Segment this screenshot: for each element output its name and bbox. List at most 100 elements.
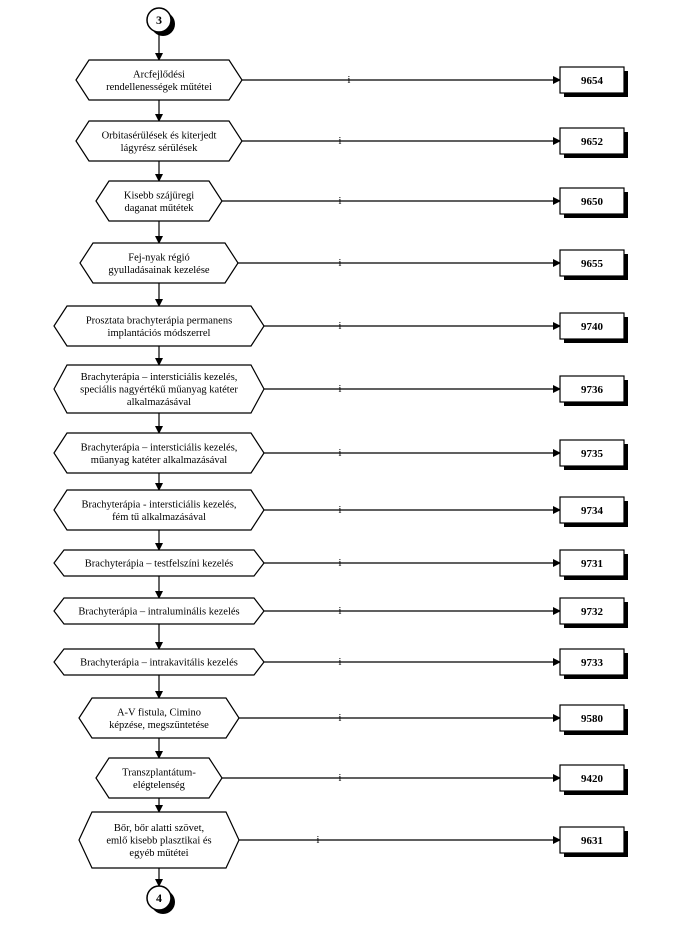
code-box-label: 9631 bbox=[581, 835, 603, 847]
node-text-line: elégtelenség bbox=[133, 780, 186, 791]
decision-node: Bőr, bőr alatti szövet,emlő kisebb plasz… bbox=[78, 811, 320, 869]
code-box-label: 9420 bbox=[581, 773, 604, 785]
start-connector: 3 bbox=[146, 7, 175, 36]
node-text-line: rendellenességek műtétei bbox=[106, 82, 212, 93]
branch-label: i bbox=[339, 505, 342, 516]
decision-node: Brachyterápia – intrakavitális kezelés i bbox=[53, 648, 342, 676]
code-box: 9631 bbox=[559, 826, 628, 857]
branch-label: i bbox=[339, 773, 342, 784]
code-box-rect bbox=[559, 597, 625, 625]
code-box-label: 9652 bbox=[581, 136, 604, 148]
node-text-line: Bőr, bőr alatti szövet, bbox=[114, 823, 204, 834]
node-text-line: Fej-nyak régió bbox=[128, 252, 190, 263]
code-box-label: 9650 bbox=[581, 196, 604, 208]
branch-label: i bbox=[339, 448, 342, 459]
node-text-line: egyéb műtétei bbox=[129, 848, 188, 859]
code-box-label: 9731 bbox=[581, 558, 603, 570]
decision-node: Brachyterápia – intersticiális kezelés, m… bbox=[53, 432, 342, 474]
code-box-rect bbox=[559, 375, 625, 403]
hexagon-shape bbox=[53, 549, 265, 577]
decision-node: Transzplantátum-elégtelenség i bbox=[95, 757, 342, 799]
branch-label: i bbox=[348, 75, 351, 86]
flow-shapes: Arcfejlődési rendellenességek műtétei i 965… bbox=[53, 7, 628, 914]
node-text-line: Brachyterápia – intersticiális kezelés, bbox=[81, 442, 238, 453]
connector-lines bbox=[155, 32, 561, 887]
connector-circle bbox=[146, 885, 172, 911]
branch-label: i bbox=[339, 384, 342, 395]
node-text-line: A-V fistula, Cimino bbox=[117, 707, 201, 718]
node-text-line: gyulladásainak kezelése bbox=[108, 265, 209, 276]
node-text-line: Arcfejlődési bbox=[133, 69, 185, 80]
node-text-line: Transzplantátum- bbox=[122, 767, 196, 778]
node-text-line: alkalmazásával bbox=[127, 397, 191, 408]
branch-label: i bbox=[339, 136, 342, 147]
node-text-line: Orbitasérülések és kiterjedt bbox=[102, 130, 217, 141]
code-box-label: 9733 bbox=[581, 657, 604, 669]
code-box: 9735 bbox=[559, 439, 628, 470]
hexagon-shape bbox=[95, 180, 223, 222]
code-box-rect bbox=[559, 704, 625, 732]
decision-node: Brachyterápia – intersticiális kezelés, s… bbox=[53, 364, 342, 414]
decision-node: Arcfejlődési rendellenességek műtétei i bbox=[75, 59, 351, 101]
node-text-line: daganat műtétek bbox=[124, 203, 194, 214]
hexagon-shape bbox=[53, 305, 265, 347]
node-text-line: műanyag katéter alkalmazásával bbox=[91, 455, 228, 466]
end-connector: 4 bbox=[146, 885, 175, 914]
hexagon-shape bbox=[78, 811, 240, 869]
code-box: 9652 bbox=[559, 127, 628, 158]
code-box-label: 9734 bbox=[581, 505, 604, 517]
node-text-line: Brachyterápia – testfelszíni kezelés bbox=[85, 559, 233, 570]
code-box-label: 9654 bbox=[581, 75, 604, 87]
hexagon-shape bbox=[78, 697, 240, 739]
hexagon-shape bbox=[53, 364, 265, 414]
hexagon-shape bbox=[75, 120, 243, 162]
hexagon-shape bbox=[53, 432, 265, 474]
code-box: 9731 bbox=[559, 549, 628, 580]
branch-label: i bbox=[339, 258, 342, 269]
node-text-line: Prosztata brachyterápia permanens bbox=[86, 315, 232, 326]
branch-label: i bbox=[339, 657, 342, 668]
code-box: 9733 bbox=[559, 648, 628, 679]
code-box-rect bbox=[559, 826, 625, 854]
decision-node: Fej-nyak régió gyulladásainak kezelése i bbox=[79, 242, 342, 284]
node-text-line: Kisebb szájüregi bbox=[124, 190, 194, 201]
code-box-rect bbox=[559, 66, 625, 94]
connector-label: 3 bbox=[156, 13, 162, 27]
code-box-rect bbox=[559, 249, 625, 277]
code-box-label: 9732 bbox=[581, 606, 604, 618]
code-box: 9734 bbox=[559, 496, 628, 527]
code-box-rect bbox=[559, 496, 625, 524]
branch-label: i bbox=[339, 558, 342, 569]
decision-node: Prosztata brachyterápia permanensimplant… bbox=[53, 305, 342, 347]
code-box-rect bbox=[559, 312, 625, 340]
branch-label: i bbox=[339, 196, 342, 207]
code-box-label: 9740 bbox=[581, 321, 604, 333]
hexagon-shape bbox=[75, 59, 243, 101]
code-box-label: 9736 bbox=[581, 384, 604, 396]
code-box-label: 9580 bbox=[581, 713, 604, 725]
node-text-line: Brachyterápia – intraluminális kezelés bbox=[78, 607, 239, 618]
hexagon-shape bbox=[53, 597, 265, 625]
branch-label: i bbox=[339, 321, 342, 332]
branch-label: i bbox=[317, 835, 320, 846]
hexagon-shape bbox=[53, 648, 265, 676]
code-box: 9740 bbox=[559, 312, 628, 343]
decision-node: Brachyterápia – testfelszíni kezelés i bbox=[53, 549, 342, 577]
node-text-line: fém tű alkalmazásával bbox=[112, 512, 206, 523]
decision-node: Kisebb szájüregi daganat műtétek i bbox=[95, 180, 342, 222]
code-box-rect bbox=[559, 549, 625, 577]
code-box-label: 9655 bbox=[581, 258, 604, 270]
node-text-line: Brachyterápia – intrakavitális kezelés bbox=[80, 658, 238, 669]
code-box: 9732 bbox=[559, 597, 628, 628]
hexagon-shape bbox=[53, 489, 265, 531]
code-box: 9580 bbox=[559, 704, 628, 735]
node-text-line: Brachyterápia – intersticiális kezelés, bbox=[81, 372, 238, 383]
code-box-rect bbox=[559, 127, 625, 155]
node-text-line: speciális nagyértékű műanyag katéter bbox=[80, 385, 238, 396]
connector-label: 4 bbox=[156, 891, 162, 905]
code-box-rect bbox=[559, 187, 625, 215]
